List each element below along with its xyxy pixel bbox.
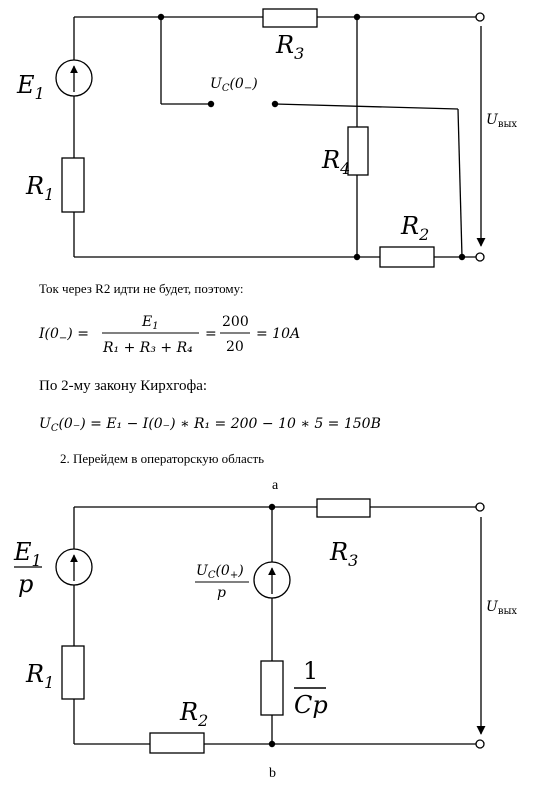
text-line1: Ток через R2 идти не будет, поэтому: [39, 281, 244, 296]
terminal-top-b [475, 502, 485, 512]
circuit-b [55, 498, 486, 754]
label-1-cp-b: 1 Cp [294, 657, 328, 719]
nodes-a [157, 13, 466, 261]
eq1-lhs: I(0−) = [38, 326, 89, 344]
label-uc-p-b: UC(0+) p [195, 563, 249, 601]
label-e1-a: E1 [16, 71, 45, 103]
label-r4-a: R4 [321, 146, 350, 178]
uc-numerator: UC(0+) [196, 563, 244, 581]
resistor-r2-b [149, 732, 205, 754]
label-uout-a: Uвых [486, 112, 517, 130]
resistor-r3-a [262, 8, 318, 28]
eq1-numerator2: 200 [222, 314, 249, 330]
e1p-numerator: E1 [13, 538, 42, 570]
caption-b: b [269, 766, 276, 781]
eq1-denominator2: 20 [226, 339, 244, 355]
label-uc0-minus-a: UC(0−) [210, 76, 258, 94]
node-a4 [458, 253, 466, 261]
switch-contact-left-a [207, 100, 215, 108]
terminal-bottom-a [475, 252, 485, 262]
node-a3 [353, 253, 361, 261]
switch-contact-right-a [271, 100, 279, 108]
equation-2: UC(0₋) = E₁ − I(0₋) ∗ R₁ = 200 − 10 ∗ 5 … [39, 416, 381, 434]
eq1-numerator: E1 [141, 314, 159, 332]
label-r1-b: R1 [25, 660, 54, 692]
label-r3-b: R3 [329, 538, 358, 570]
node-a2 [353, 13, 361, 21]
label-r3-a: R3 [275, 31, 304, 63]
resistor-r4-a [347, 126, 369, 176]
label-r2-b: R2 [179, 698, 208, 730]
equation-1: I(0−) = E1 R₁ + R₃ + R₄ = 200 20 = 10A [38, 314, 300, 356]
wire-switch-drop-a [457, 108, 463, 258]
label-r1-a: R1 [25, 172, 54, 204]
text-step: 2. Перейдем в операторскую область [60, 451, 264, 466]
node-a1 [157, 13, 165, 21]
cp-numerator: 1 [303, 657, 318, 685]
node-b2 [268, 740, 276, 748]
terminal-bottom-b [475, 739, 485, 749]
label-uout-b: Uвых [486, 599, 517, 617]
uc-denominator: p [217, 585, 226, 601]
resistor-r1-a [61, 157, 85, 213]
eq1-eq: = [205, 326, 217, 342]
terminal-top-a [475, 12, 485, 22]
cp-denominator: Cp [294, 691, 328, 719]
text-line2: По 2-му закону Кирхгофа: [39, 378, 207, 394]
nodes-b [268, 503, 276, 748]
resistor-r3-b [316, 498, 371, 518]
eq1-denominator: R₁ + R₃ + R₄ [102, 340, 193, 356]
wire-switch-right-a [274, 103, 459, 110]
impedance-cp-b [260, 660, 284, 716]
e1p-denominator: p [18, 570, 33, 598]
caption-a: а [272, 478, 279, 493]
circuit-a [55, 8, 486, 268]
resistor-r1-b [61, 645, 85, 700]
eq1-result: = 10A [256, 326, 300, 342]
label-r2-a: R2 [400, 212, 429, 244]
node-b1 [268, 503, 276, 511]
resistor-r2-a [379, 246, 435, 268]
label-e1p-b: E1 p [13, 538, 42, 598]
